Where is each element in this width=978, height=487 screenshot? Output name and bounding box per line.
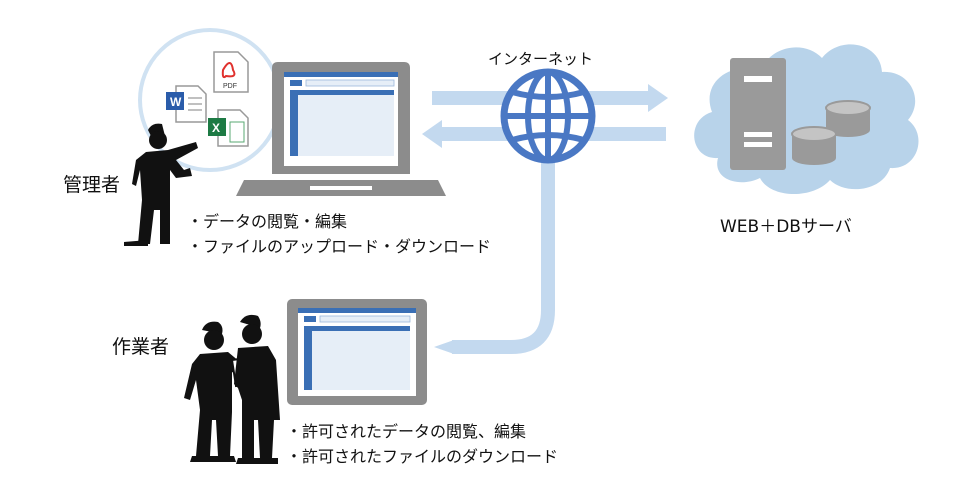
excel-file-label: X xyxy=(212,121,220,135)
worker-role-label: 作業者 xyxy=(112,336,170,358)
arrow-to-worker xyxy=(434,160,555,354)
pdf-file-icon: PDF xyxy=(213,51,249,93)
tablet-icon xyxy=(287,299,427,405)
word-file-label: W xyxy=(170,95,182,109)
cloud-icon xyxy=(694,44,919,195)
internet-label: インターネット xyxy=(488,50,594,68)
server-label: WEB＋DBサーバ xyxy=(720,217,852,237)
server-tower-icon xyxy=(730,58,786,170)
laptop-icon xyxy=(236,62,446,196)
manager-task-list: ・データの閲覧・編集 ・ファイルのアップロード・ダウンロード xyxy=(187,209,491,259)
workers-silhouette xyxy=(184,314,280,464)
manager-task-item: ・ファイルのアップロード・ダウンロード xyxy=(187,237,492,256)
worker-task-item: ・許可されたデータの閲覧、編集 xyxy=(286,422,527,441)
globe-icon xyxy=(500,68,596,164)
files-circle xyxy=(138,28,282,172)
pdf-file-label: PDF xyxy=(223,83,237,90)
manager-role-label: 管理者 xyxy=(63,174,121,196)
manager-task-item: ・データの閲覧・編集 xyxy=(187,212,348,231)
worker-task-item: ・許可されたファイルのダウンロード xyxy=(286,447,559,466)
database-icon xyxy=(791,100,871,165)
word-file-icon: W xyxy=(166,85,207,123)
excel-file-icon: X xyxy=(208,109,249,147)
worker-task-list: ・許可されたデータの閲覧、編集 ・許可されたファイルのダウンロード xyxy=(286,419,558,469)
manager-silhouette xyxy=(124,123,198,246)
